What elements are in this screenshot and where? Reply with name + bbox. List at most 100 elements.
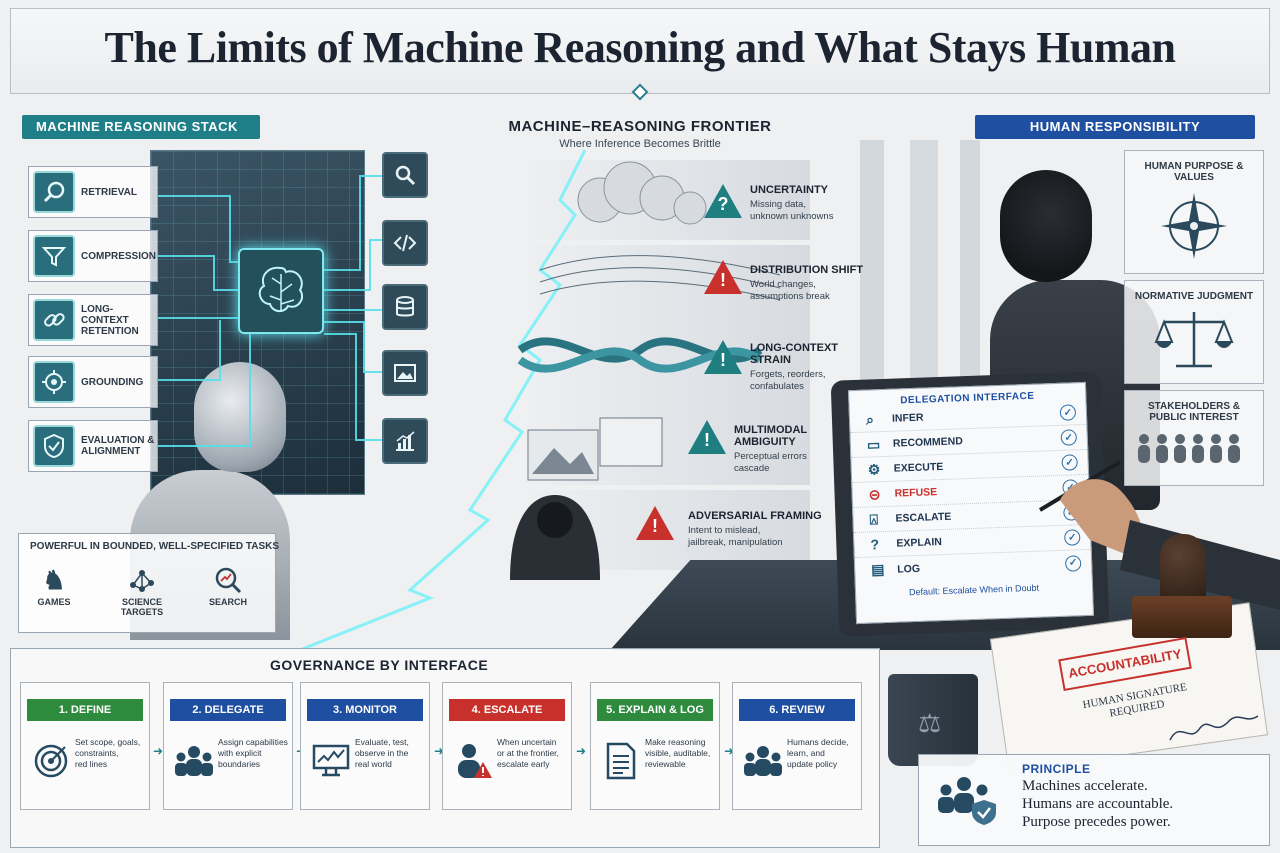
step-label: 3. MONITOR <box>307 699 423 721</box>
step-arrow-icon: ➜ <box>576 744 587 758</box>
step-arrow-icon: ➜ <box>153 744 164 758</box>
risk-description: Missing data,unknown unknowns <box>750 199 834 222</box>
brain-icon <box>258 266 304 312</box>
machine-stack-heading: MACHINE REASONING STACK <box>22 115 260 139</box>
risk-title: LONG-CONTEXT STRAIN <box>750 342 838 366</box>
governance-step-define: 1. DEFINE Set scope, goals,constraints,r… <box>20 682 150 810</box>
human-figure-head-illustration <box>1000 170 1092 282</box>
panel-label: NORMATIVE JUDGMENT <box>1134 291 1254 302</box>
crowd-icon <box>1125 429 1263 468</box>
search-icon <box>382 152 428 198</box>
monitor-chart-icon <box>311 741 351 781</box>
step-label: 6. REVIEW <box>739 699 855 721</box>
powerful-item-search: SEARCH <box>188 565 268 607</box>
panel-label: HUMAN PURPOSE & VALUES <box>1144 161 1244 183</box>
target-icon <box>33 361 75 403</box>
warning-triangle-icon: ! <box>704 340 742 374</box>
principle-line-1: Machines accelerate. <box>1022 778 1148 794</box>
step-description: Set scope, goals,constraints,red lines <box>75 737 141 769</box>
team-icon <box>174 741 214 781</box>
compass-icon <box>1125 189 1263 268</box>
stack-item-grounding: GROUNDING <box>28 356 158 408</box>
risk-distribution-shift: DISTRIBUTION SHIFT World changes,assumpt… <box>750 264 870 303</box>
stack-item-compression: COMPRESSION <box>28 230 158 282</box>
risk-description: World changes,assumptions break <box>750 279 830 302</box>
step-label: 5. EXPLAIN & LOG <box>597 699 713 721</box>
funnel-icon <box>33 235 75 277</box>
coffee-mug-illustration: ⚖ <box>888 674 978 766</box>
powerful-item-science-targets: SCIENCE TARGETS <box>102 565 182 617</box>
title-band <box>10 8 1270 94</box>
image-icon <box>382 350 428 396</box>
target-icon <box>31 741 71 781</box>
stack-item-label: COMPRESSION <box>81 250 157 262</box>
team-icon <box>743 741 783 781</box>
chess-knight-icon: ♞ <box>42 565 66 595</box>
molecule-icon <box>102 565 182 597</box>
panel-human-purpose-values: HUMAN PURPOSE & VALUES <box>1124 150 1264 274</box>
chain-link-icon <box>33 299 75 341</box>
warning-triangle-icon: ! <box>636 506 674 540</box>
stack-item-retrieval: RETRIEVAL <box>28 166 158 218</box>
page-title: The Limits of Machine Reasoning and What… <box>104 23 1176 72</box>
risk-description: Forgets, reorders,confabulates <box>750 369 826 392</box>
stamp-base-illustration <box>1132 596 1232 638</box>
risk-title: UNCERTAINTY <box>750 184 829 196</box>
risk-title: ADVERSARIAL FRAMING <box>688 510 822 522</box>
magnifier-icon <box>33 171 75 213</box>
brain-chip-illustration <box>238 248 324 334</box>
principle-panel <box>918 754 1270 846</box>
stack-item-long-context-retention: LONG-CONTEXT RETENTION <box>28 294 158 346</box>
governance-heading: GOVERNANCE BY INTERFACE <box>270 657 489 673</box>
step-label: 1. DEFINE <box>27 699 143 721</box>
frontier-heading: MACHINE–REASONING FRONTIER <box>508 118 772 135</box>
risk-adversarial-framing: ADVERSARIAL FRAMING Intent to mislead,ja… <box>688 510 828 549</box>
step-arrow-icon: ➜ <box>434 744 445 758</box>
risk-title: MULTIMODAL AMBIGUITY <box>734 424 807 448</box>
frontier-zone-mesh <box>520 245 810 325</box>
panel-stakeholders-public-interest: STAKEHOLDERS & PUBLIC INTEREST <box>1124 390 1264 486</box>
risk-title: DISTRIBUTION SHIFT <box>750 264 864 276</box>
panel-label: STAKEHOLDERS & PUBLIC INTEREST <box>1147 401 1241 423</box>
risk-description: Intent to mislead,jailbreak, manipulatio… <box>688 525 783 548</box>
risk-uncertainty: UNCERTAINTY Missing data,unknown unknown… <box>750 184 870 223</box>
principle-line-2: Humans are accountable. <box>1022 796 1174 812</box>
powerful-item-label: GAMES <box>37 597 71 607</box>
chart-icon <box>382 418 428 464</box>
document-icon <box>601 741 641 781</box>
principle-heading: PRINCIPLE <box>1022 762 1091 776</box>
database-icon <box>382 284 428 330</box>
stack-item-label: LONG-CONTEXT RETENTION <box>81 303 139 337</box>
scales-icon: ⚖ <box>918 708 942 738</box>
governance-step-monitor: 3. MONITOR Evaluate, test,observe in the… <box>300 682 430 810</box>
warning-triangle-icon: ! <box>688 420 726 454</box>
principle-line-3: Purpose precedes power. <box>1022 814 1171 830</box>
warning-triangle-icon: ! <box>704 260 742 294</box>
stack-item-label: GROUNDING <box>81 376 144 388</box>
frontier-subheading: Where Inference Becomes Brittle <box>559 138 721 150</box>
panel-normative-judgment: NORMATIVE JUDGMENT <box>1124 280 1264 384</box>
step-arrow-icon: ➜ <box>724 744 735 758</box>
warning-triangle-icon: ? <box>704 184 742 218</box>
code-icon <box>382 220 428 266</box>
powerful-item-label: SEARCH <box>208 597 247 607</box>
person-warning-icon <box>453 741 493 781</box>
stamp-handle-illustration <box>1160 534 1206 604</box>
stack-item-evaluation-alignment: EVALUATION & ALIGNMENT <box>28 420 158 472</box>
step-label: 4. ESCALATE <box>449 699 565 721</box>
stack-item-label: RETRIEVAL <box>81 186 137 198</box>
powerful-item-games: ♞ GAMES <box>14 565 94 607</box>
stack-item-label: EVALUATION & ALIGNMENT <box>81 435 155 457</box>
powerful-tasks-heading: POWERFUL IN BOUNDED, WELL-SPECIFIED TASK… <box>30 541 280 552</box>
